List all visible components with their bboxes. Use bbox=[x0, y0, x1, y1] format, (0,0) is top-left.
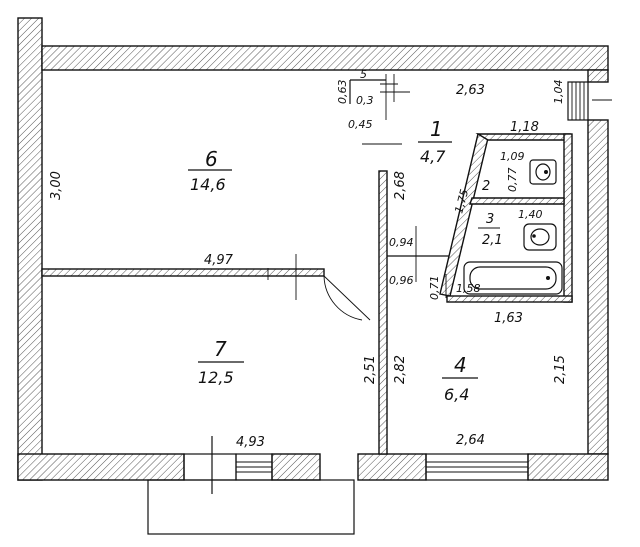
dim-0-45: 0,45 bbox=[348, 118, 373, 131]
balcony-door bbox=[183, 453, 237, 481]
room-7-number: 7 bbox=[214, 337, 227, 361]
wall-bottom-mid2 bbox=[357, 453, 427, 481]
dim-0-3: 0,3 bbox=[356, 94, 374, 107]
room-4-area: 6,4 bbox=[444, 385, 469, 404]
windows bbox=[183, 81, 589, 481]
vent-marks bbox=[349, 74, 612, 120]
dim-4-93: 4,93 bbox=[236, 435, 265, 450]
dim-0-96: 0,96 bbox=[389, 274, 414, 287]
dim-4-97: 4,97 bbox=[204, 253, 234, 268]
wall-bottom-right bbox=[527, 453, 609, 481]
dim-1-63: 1,63 bbox=[494, 311, 523, 326]
dim-0-63: 0,63 bbox=[336, 80, 349, 105]
bathtub-icon bbox=[463, 261, 563, 295]
partitions bbox=[41, 133, 573, 455]
wall-right bbox=[587, 69, 609, 83]
dim-0-77: 0,77 bbox=[506, 168, 519, 193]
dim-2-63: 2,63 bbox=[456, 83, 485, 98]
window-bottom-2 bbox=[425, 453, 529, 481]
dim-0-94: 0,94 bbox=[389, 236, 414, 249]
dim-2-64: 2,64 bbox=[456, 433, 485, 448]
dim-1-58: 1,58 bbox=[456, 282, 481, 295]
room-3-area: 2,1 bbox=[482, 233, 503, 248]
dim-2-15: 2,15 bbox=[553, 355, 568, 384]
balcony bbox=[147, 479, 355, 535]
dim-0-71: 0,71 bbox=[428, 276, 441, 301]
outer-walls bbox=[17, 17, 609, 481]
dimension-labels: 3,00 2,63 1,04 0,63 0,3 0,45 1,18 1,09 0… bbox=[49, 80, 568, 451]
room-4-number: 4 bbox=[454, 353, 467, 377]
partition-wc-bath bbox=[469, 197, 565, 205]
sink-icon bbox=[523, 223, 557, 251]
room-2-number: 2 bbox=[482, 179, 490, 194]
dim-ticks bbox=[267, 143, 447, 300]
dim-1-75: 1,75 bbox=[452, 188, 471, 215]
room-3-number: 3 bbox=[486, 212, 494, 227]
dim-1-09: 1,09 bbox=[500, 150, 525, 163]
wall-top bbox=[41, 45, 609, 71]
dim-1-04: 1,04 bbox=[552, 80, 565, 105]
dim-1-18: 1,18 bbox=[510, 120, 539, 135]
wall-left bbox=[17, 17, 43, 481]
toilet-icon bbox=[529, 159, 557, 185]
wall-bottom-mid bbox=[271, 453, 321, 481]
door-room7 bbox=[323, 275, 371, 321]
room-5-number: 5 bbox=[360, 68, 367, 81]
room-1-number: 1 bbox=[430, 117, 443, 141]
window-bottom-1 bbox=[235, 453, 273, 481]
dim-2-68: 2,68 bbox=[393, 171, 408, 200]
partition-rooms-6-7 bbox=[41, 268, 325, 277]
dim-3-00: 3,00 bbox=[49, 171, 64, 200]
partition-room7-room4 bbox=[378, 170, 388, 455]
wall-bottom-left bbox=[17, 453, 185, 481]
room-6-area: 14,6 bbox=[190, 175, 226, 194]
room-labels: 6 14,6 7 12,5 1 4,7 4 6,4 3 2,1 2 5 bbox=[188, 68, 503, 404]
room-6-number: 6 bbox=[205, 147, 218, 171]
window-right bbox=[567, 81, 589, 121]
room-1-area: 4,7 bbox=[420, 147, 446, 166]
dim-1-40: 1,40 bbox=[518, 208, 543, 221]
room-7-area: 12,5 bbox=[198, 368, 234, 387]
partition-bath-right bbox=[563, 133, 573, 303]
partition-bath-bottom bbox=[446, 295, 573, 303]
dim-2-51: 2,51 bbox=[363, 355, 378, 384]
wall-right-lower bbox=[587, 119, 609, 455]
dim-2-82: 2,82 bbox=[393, 355, 408, 384]
